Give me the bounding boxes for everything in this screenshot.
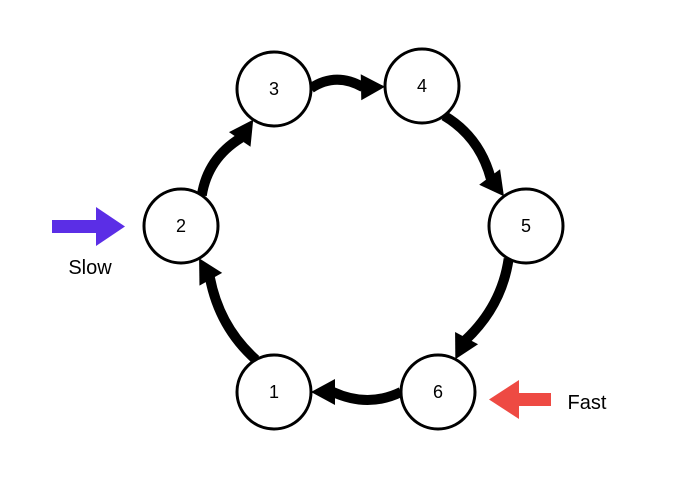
nodes-layer: 1 2 3 4 5 6 xyxy=(142,47,565,431)
fast-arrow-shaft xyxy=(517,393,551,406)
edge-6-to-1 xyxy=(311,379,404,405)
node-circle xyxy=(142,187,220,265)
node-2: 2 xyxy=(142,187,220,265)
slow-pointer: Slow xyxy=(52,207,125,279)
node-label: 6 xyxy=(433,382,443,402)
node-label: 4 xyxy=(417,76,427,96)
fast-arrow-head xyxy=(489,380,519,419)
edge-line xyxy=(308,74,366,93)
node-1: 1 xyxy=(235,353,313,431)
edge-line xyxy=(330,387,404,405)
edge-line xyxy=(441,111,496,181)
node-6: 6 xyxy=(399,353,477,431)
slow-arrow-shaft xyxy=(52,220,98,233)
edge-3-to-4 xyxy=(308,74,386,101)
slow-arrow-head xyxy=(96,207,125,246)
edge-arrowhead xyxy=(479,169,504,197)
node-5: 5 xyxy=(487,187,565,265)
edge-2-to-3 xyxy=(196,119,254,197)
fast-pointer: Fast xyxy=(489,380,607,419)
node-label: 3 xyxy=(269,79,279,99)
edge-arrowhead xyxy=(228,119,254,147)
edge-4-to-5 xyxy=(441,111,504,197)
slow-label: Slow xyxy=(68,257,112,279)
node-circle xyxy=(235,353,313,431)
node-4: 4 xyxy=(383,47,461,125)
edge-line xyxy=(204,276,260,364)
edge-arrowhead xyxy=(311,379,335,405)
node-circle xyxy=(399,353,477,431)
edge-arrowhead xyxy=(360,74,386,101)
node-circle xyxy=(235,50,313,128)
edge-arrowhead xyxy=(199,258,223,286)
edge-line xyxy=(196,133,244,197)
fast-label: Fast xyxy=(568,392,607,414)
edge-arrowhead xyxy=(455,332,479,360)
node-circle xyxy=(487,187,565,265)
node-label: 5 xyxy=(521,216,531,236)
node-label: 1 xyxy=(269,382,279,402)
edge-line xyxy=(462,257,514,344)
edges-layer xyxy=(196,74,514,405)
edge-5-to-6 xyxy=(455,257,514,360)
node-3: 3 xyxy=(235,50,313,128)
node-circle xyxy=(383,47,461,125)
edge-1-to-2 xyxy=(199,258,260,364)
node-label: 2 xyxy=(176,216,186,236)
